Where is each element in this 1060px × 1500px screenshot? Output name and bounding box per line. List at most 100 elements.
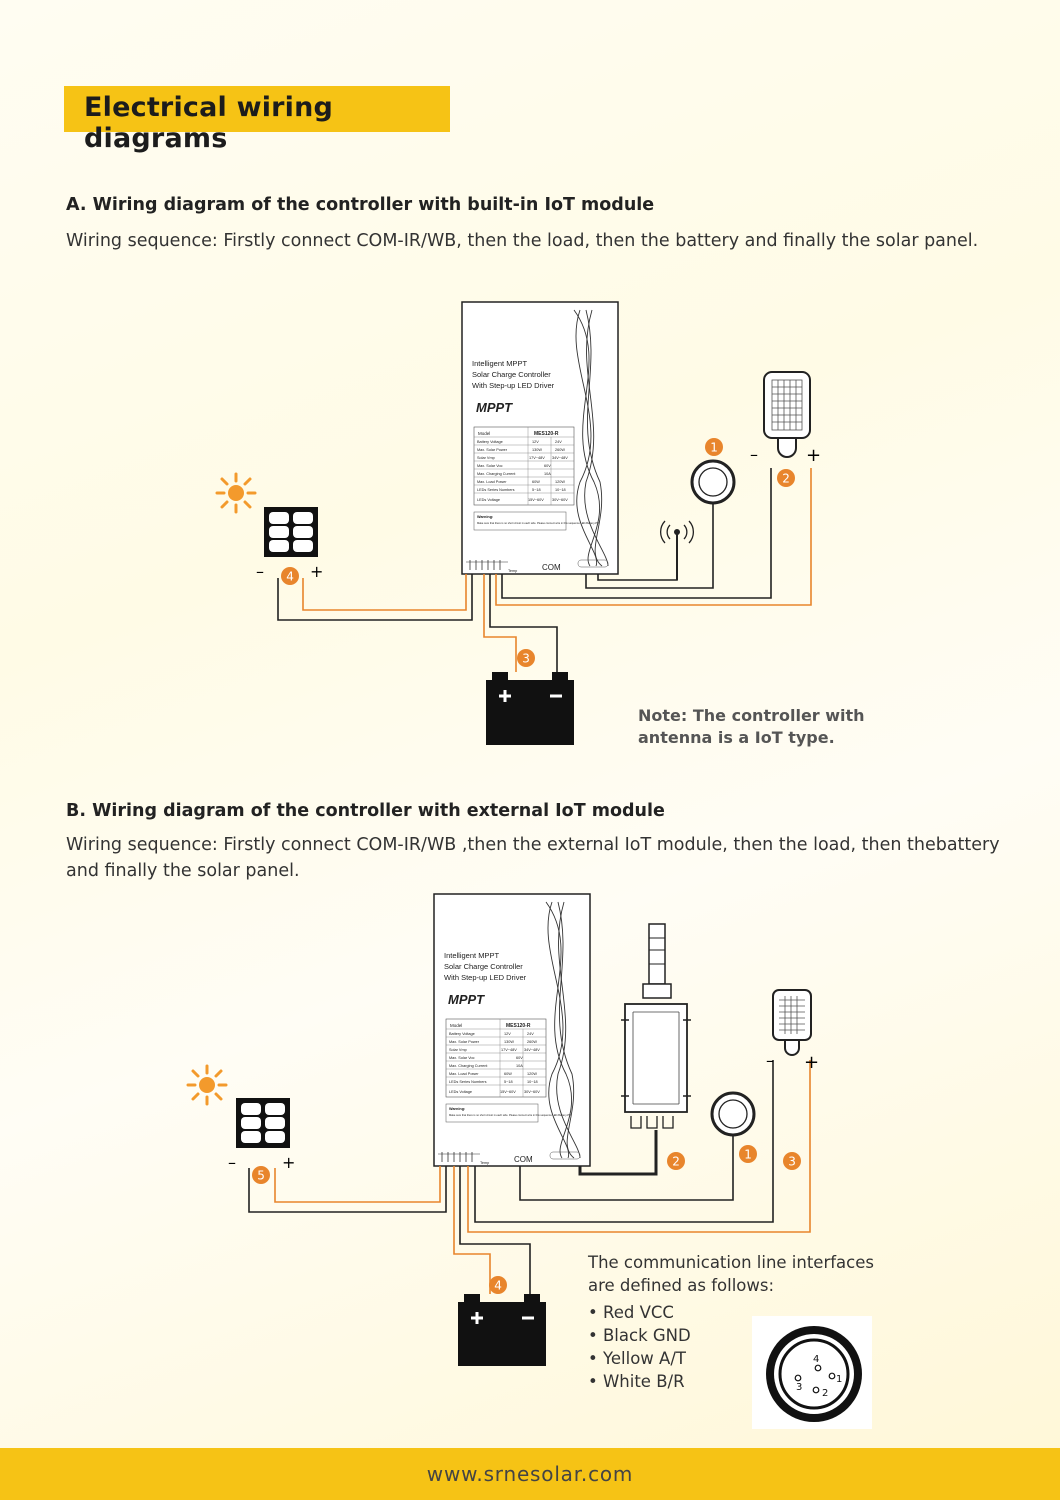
battery-icon: [486, 672, 574, 745]
section-a-heading: A. Wiring diagram of the controller with…: [66, 195, 655, 215]
svg-text:Model: Model: [478, 431, 490, 436]
svg-text:1: 1: [836, 1374, 842, 1385]
svg-text:Max. Solar Power: Max. Solar Power: [449, 1040, 480, 1044]
svg-text:30V~60V: 30V~60V: [552, 498, 568, 502]
svg-text:130W: 130W: [532, 448, 542, 452]
marker: 2: [667, 1152, 685, 1170]
svg-text:17V~48V: 17V~48V: [529, 456, 545, 460]
marker: 2: [777, 469, 795, 487]
svg-text:–: –: [766, 1051, 774, 1070]
svg-text:5~18: 5~18: [504, 1080, 513, 1084]
svg-text:4: 4: [813, 1354, 819, 1365]
diagram-b: Intelligent MPPT Solar Charge Controller…: [186, 893, 872, 1429]
svg-text:10~18: 10~18: [555, 488, 566, 492]
svg-text:Solar Charge Controller: Solar Charge Controller: [444, 962, 523, 971]
svg-text:LEDs Series Numbers: LEDs Series Numbers: [449, 1080, 487, 1084]
step-markers-a: 1 2 3 4: [281, 438, 795, 667]
svg-text:Make sure that there is no sho: Make sure that there is no short circuit…: [449, 1113, 571, 1117]
panel-minus: –: [256, 562, 264, 581]
marker: 5: [252, 1166, 270, 1184]
svg-text:2: 2: [822, 1388, 828, 1399]
svg-text:60V: 60V: [516, 1056, 523, 1060]
svg-text:Warning:: Warning:: [477, 515, 493, 519]
svg-text:12V: 12V: [532, 440, 539, 444]
sun-icon: [215, 472, 257, 514]
svg-text:15V~60V: 15V~60V: [528, 498, 544, 502]
svg-text:Intelligent MPPT: Intelligent MPPT: [444, 951, 499, 960]
svg-text:LEDs Series Numbers: LEDs Series Numbers: [477, 488, 515, 492]
svg-text:60V: 60V: [544, 464, 551, 468]
panel-plus: +: [310, 562, 323, 581]
ctrl-line-2: Solar Charge Controller: [472, 370, 551, 379]
page-title: Electrical wiring diagrams: [84, 92, 334, 154]
svg-text:5~18: 5~18: [532, 488, 541, 492]
svg-text:3: 3: [788, 1155, 796, 1169]
svg-text:5: 5: [257, 1169, 265, 1183]
svg-text:24V: 24V: [527, 1032, 534, 1036]
comm-list: Red VCC Black GND Yellow A/T White B/R: [588, 1301, 888, 1393]
svg-text:17V~48V: 17V~48V: [501, 1048, 517, 1052]
ctrl-line-3: With Step-up LED Driver: [472, 381, 555, 390]
svg-text:120W: 120W: [527, 1072, 537, 1076]
svg-text:1: 1: [744, 1148, 752, 1162]
street-lamp-icon: [772, 989, 812, 1056]
svg-text:Model: Model: [450, 1023, 462, 1028]
svg-text:120W: 120W: [555, 480, 565, 484]
footer: www.srnesolar.com: [0, 1448, 1060, 1500]
svg-text:LEDs Voltage: LEDs Voltage: [477, 498, 500, 502]
svg-text:Max. Load Power: Max. Load Power: [477, 480, 507, 484]
solar-panel-icon: [236, 1098, 290, 1148]
marker: 3: [517, 649, 535, 667]
svg-text:Max. Charging Current: Max. Charging Current: [449, 1064, 488, 1068]
antenna-icon: [659, 520, 695, 580]
title-banner: Electrical wiring diagrams: [64, 86, 450, 154]
comm-item: Red VCC: [588, 1301, 888, 1324]
marker: 4: [489, 1276, 507, 1294]
svg-text:COM: COM: [514, 1155, 533, 1164]
comm-item: White B/R: [588, 1370, 888, 1393]
svg-text:–: –: [228, 1153, 236, 1172]
svg-text:Battery Voltage: Battery Voltage: [449, 1032, 475, 1036]
step-markers-b: 1 2 3 4 5: [252, 1145, 801, 1294]
website-link[interactable]: www.srnesolar.com: [426, 1462, 634, 1486]
marker: 1: [739, 1145, 757, 1163]
svg-text:3: 3: [796, 1382, 802, 1393]
controller-b: Intelligent MPPT Solar Charge Controller…: [433, 893, 591, 1167]
svg-text:34V~48V: 34V~48V: [524, 1048, 540, 1052]
svg-text:4: 4: [286, 570, 294, 584]
section-a-sequence: Wiring sequence: Firstly connect COM-IR/…: [66, 231, 979, 251]
svg-text:Max. Solar Voc: Max. Solar Voc: [449, 1056, 475, 1060]
svg-text:Max. Solar Voc: Max. Solar Voc: [477, 464, 503, 468]
svg-text:30V~60V: 30V~60V: [524, 1090, 540, 1094]
svg-text:2: 2: [782, 472, 790, 486]
svg-text:–: –: [750, 445, 758, 464]
comm-item: Yellow A/T: [588, 1347, 888, 1370]
ir-sensor-icon: [690, 459, 736, 505]
diagram-a: Intelligent MPPT Solar Charge Controller…: [215, 301, 821, 745]
svg-text:MES120-R: MES120-R: [506, 1023, 531, 1029]
svg-text:10A: 10A: [516, 1064, 523, 1068]
svg-text:34V~48V: 34V~48V: [552, 456, 568, 460]
svg-text:Make sure that there is no sho: Make sure that there is no short circuit…: [477, 521, 599, 525]
svg-text:1: 1: [710, 441, 718, 455]
battery-icon: [458, 1294, 546, 1366]
section-b-sequence: Wiring sequence: Firstly connect COM-IR/…: [66, 835, 1000, 881]
connector-pinout-icon: 4 1 2 3: [752, 1316, 872, 1429]
marker: 3: [783, 1152, 801, 1170]
svg-text:130W: 130W: [504, 1040, 514, 1044]
svg-text:LEDs Voltage: LEDs Voltage: [449, 1090, 472, 1094]
svg-text:60W: 60W: [532, 480, 540, 484]
ctrl-model: MES120-R: [534, 431, 559, 437]
svg-text:10~18: 10~18: [527, 1080, 538, 1084]
controller-a: Intelligent MPPT Solar Charge Controller…: [461, 301, 619, 575]
comm-item: Black GND: [588, 1324, 888, 1347]
street-lamp-icon: [763, 371, 811, 458]
svg-text:Warning:: Warning:: [449, 1107, 465, 1111]
wires-b: [248, 1060, 811, 1294]
comm-line-definitions: The communication line interfaces are de…: [588, 1251, 888, 1393]
svg-text:+: +: [804, 1052, 819, 1073]
svg-text:260W: 260W: [527, 1040, 537, 1044]
svg-text:Solar Vmp: Solar Vmp: [449, 1048, 467, 1052]
comm-intro: The communication line interfaces are de…: [588, 1253, 874, 1295]
